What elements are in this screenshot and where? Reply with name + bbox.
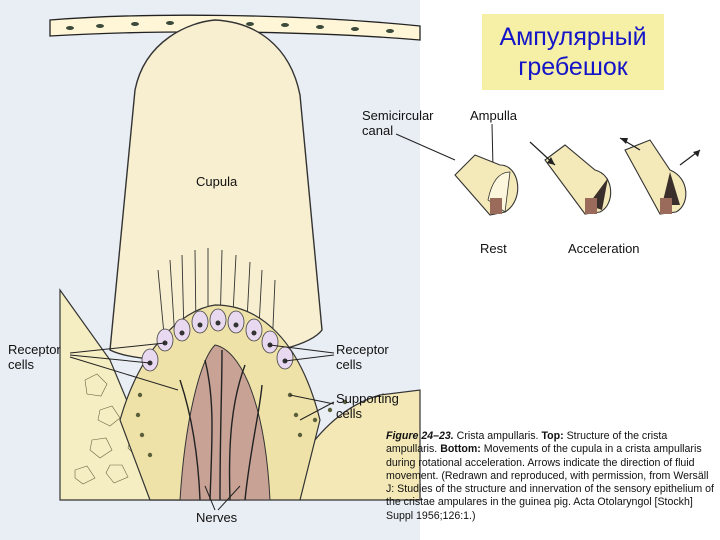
- caption-bottom-text: Movements of the cupula in a crista ampu…: [386, 443, 715, 522]
- receptor-cells: [141, 308, 294, 372]
- supporting-cells: [135, 392, 348, 458]
- wall-cells: [66, 21, 394, 33]
- acceleration-diagram-right: [619, 137, 701, 215]
- nerve-core: [179, 344, 271, 501]
- title-box: Ампулярный гребешок: [482, 14, 664, 90]
- caption-bottom-label: Bottom:: [440, 443, 481, 456]
- label-semicircular-canal: Semicircular canal: [362, 108, 434, 138]
- label-rest: Rest: [480, 241, 507, 256]
- caption-top-label: Top:: [541, 430, 564, 442]
- label-receptor-cells-right: Receptor cells: [336, 342, 389, 372]
- label-ampulla: Ampulla: [470, 108, 517, 123]
- caption-figure-number: Figure 24–23.: [386, 430, 454, 442]
- label-cupula: Cupula: [196, 174, 238, 189]
- acceleration-diagram-left: [529, 141, 612, 215]
- label-receptor-cells-left: Receptor cells: [8, 342, 61, 372]
- title-line-2: гребешок: [518, 53, 628, 81]
- label-supporting-cells: Supporting cells: [336, 391, 399, 421]
- rest-diagram: [454, 154, 519, 216]
- caption-heading: Crista ampullaris.: [456, 430, 539, 442]
- nerve-fibers: [179, 349, 263, 501]
- title-line-1: Ампулярный: [499, 23, 647, 51]
- label-nerves: Nerves: [196, 510, 238, 525]
- label-acceleration: Acceleration: [568, 241, 640, 256]
- caption-top-text: Structure of the crista ampullaris.: [386, 430, 668, 456]
- figure-caption: Figure 24–23. Crista ampullaris. Top: St…: [386, 430, 716, 523]
- leader-lines: [69, 123, 494, 511]
